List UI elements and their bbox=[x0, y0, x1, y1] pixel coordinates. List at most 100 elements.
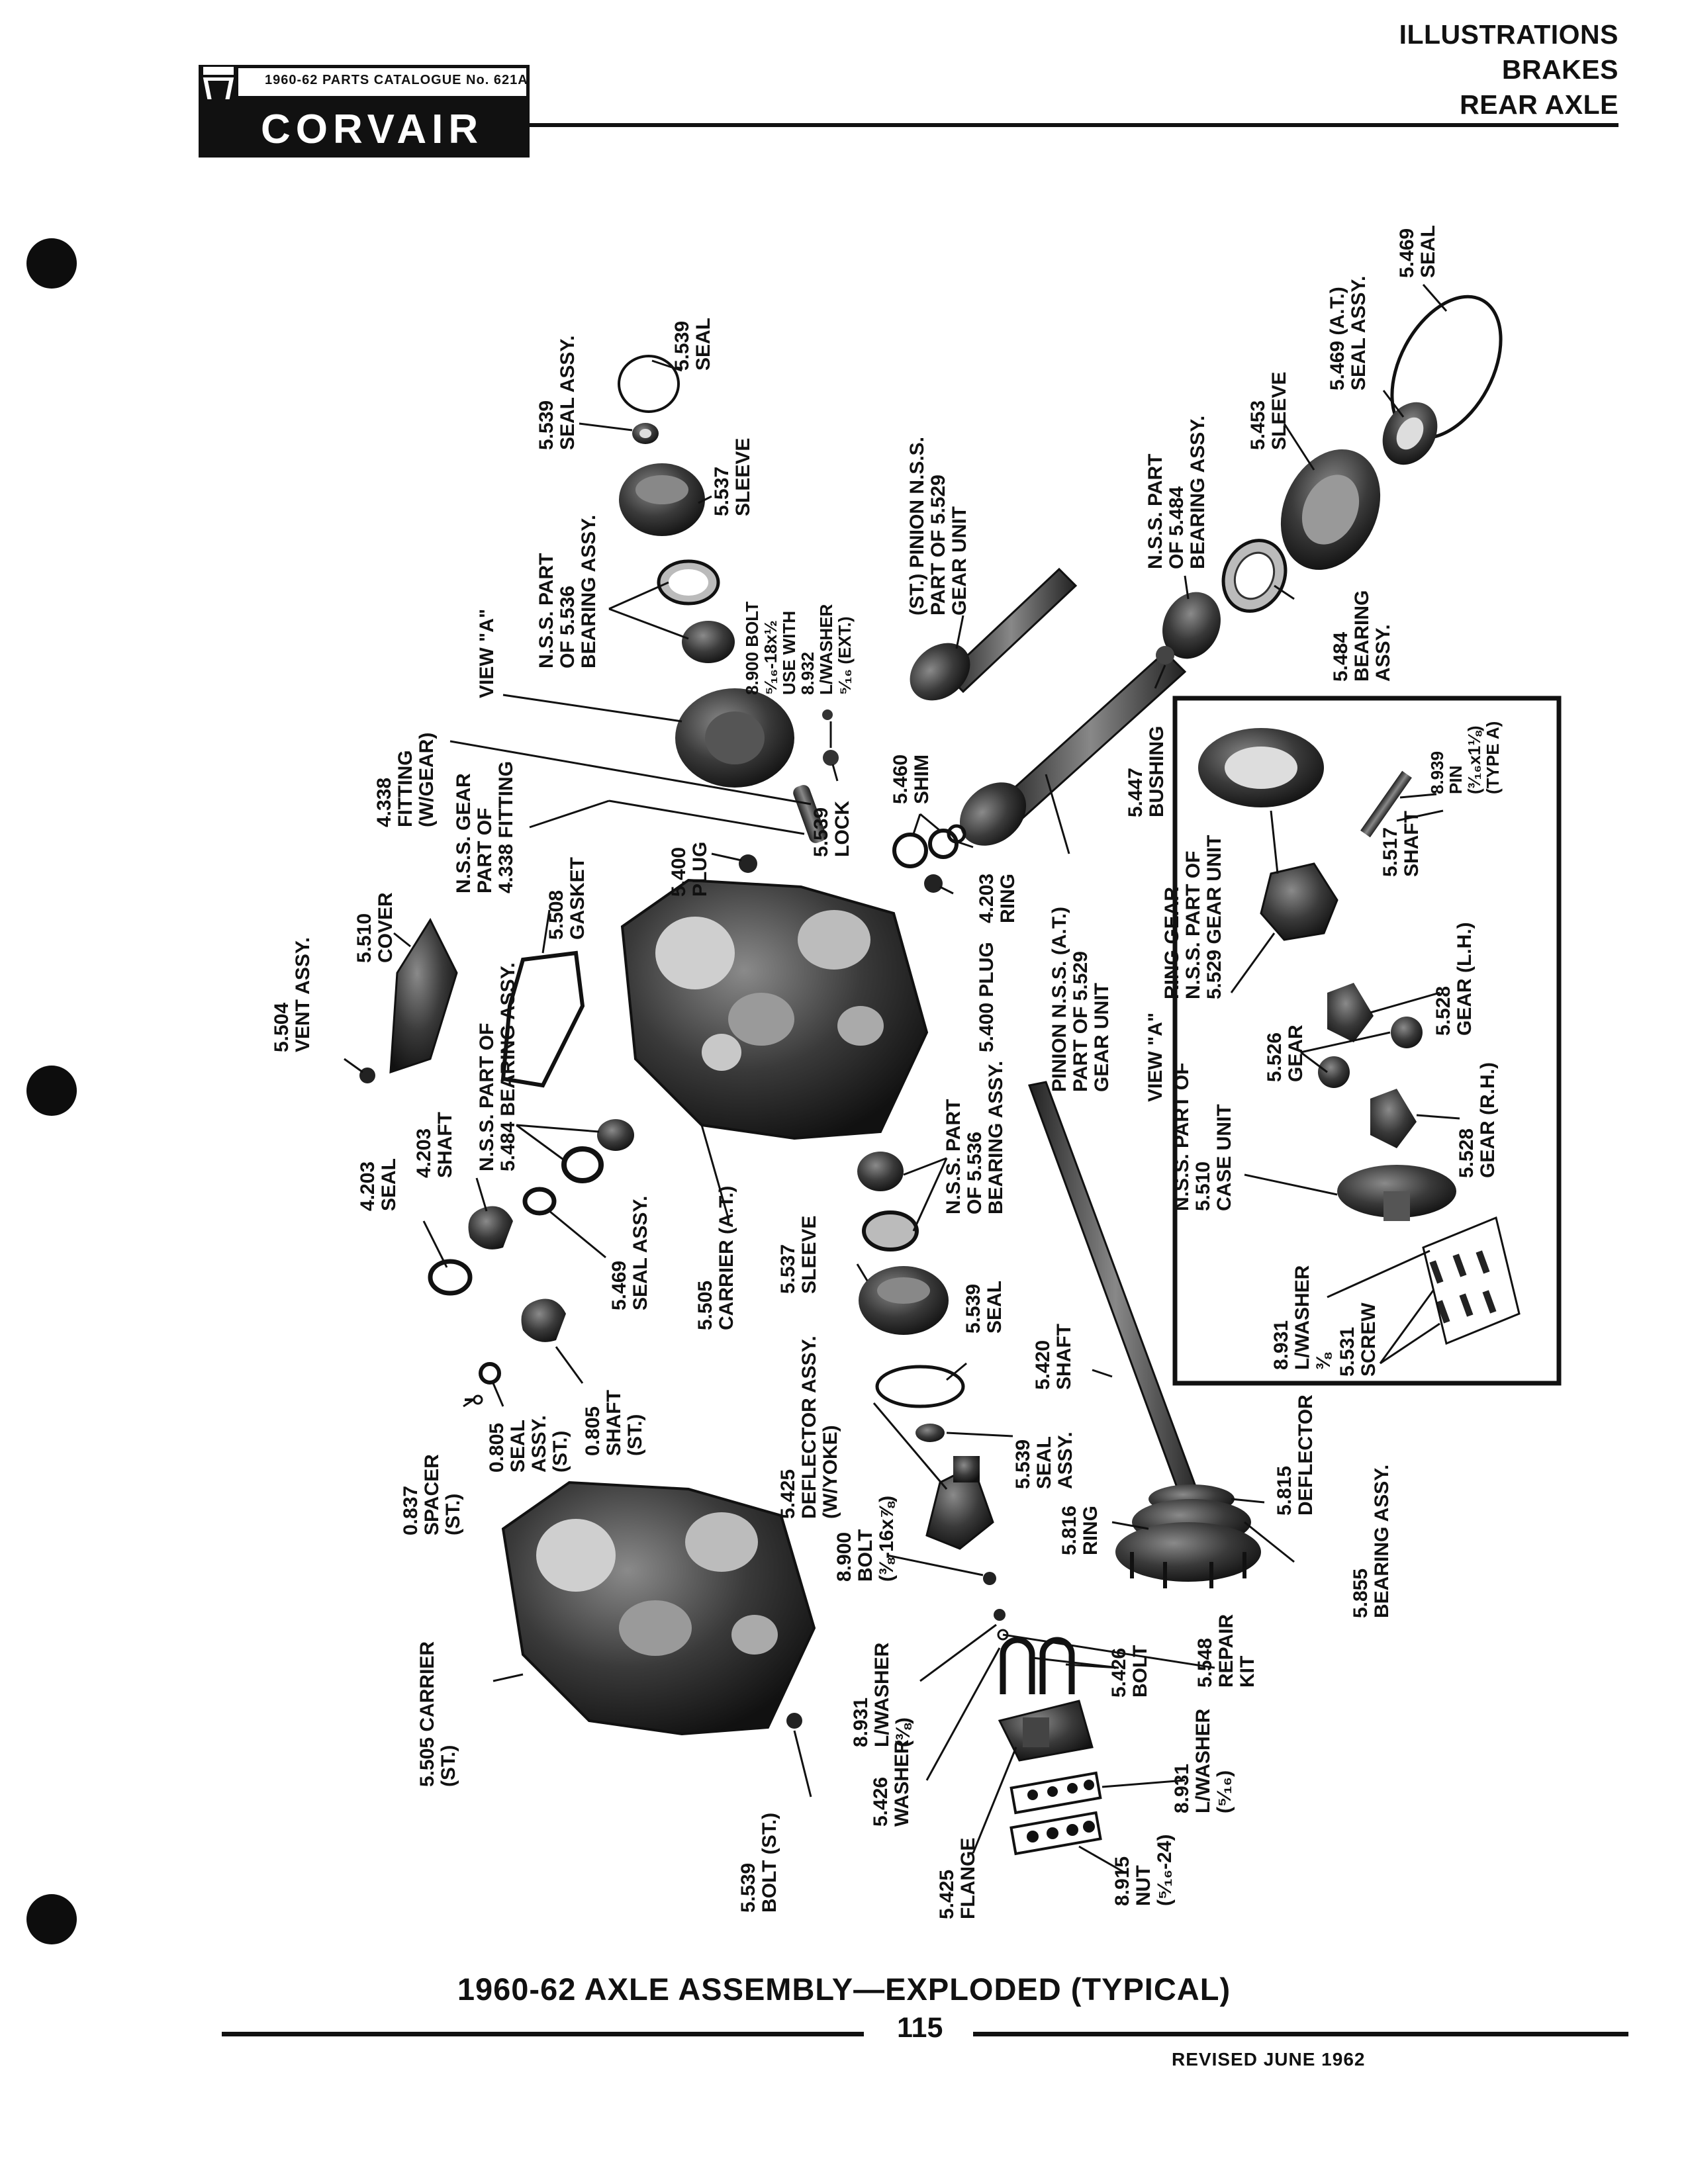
svg-text:BEARING ASSY.: BEARING ASSY. bbox=[578, 515, 600, 668]
bearing-cup-484-b bbox=[561, 1146, 604, 1183]
svg-text:PART OF: PART OF bbox=[474, 808, 496, 893]
shaft-805 bbox=[521, 1298, 566, 1342]
fitting-338 bbox=[793, 785, 826, 843]
svg-text:L/WASHER: L/WASHER bbox=[871, 1642, 893, 1747]
svg-text:L/WASHER: L/WASHER bbox=[1192, 1708, 1214, 1813]
svg-text:PLUG: PLUG bbox=[689, 842, 711, 897]
vent-504 bbox=[359, 1068, 375, 1083]
svg-text:N.S.S. PART OF: N.S.S. PART OF bbox=[1171, 1063, 1193, 1211]
svg-text:VIEW "A": VIEW "A" bbox=[476, 609, 498, 698]
svg-text:(ST.) PINION N.S.S.: (ST.) PINION N.S.S. bbox=[906, 437, 928, 615]
svg-text:5.400: 5.400 bbox=[668, 847, 690, 897]
bolt-900-lower bbox=[983, 1572, 996, 1585]
svg-text:DEFLECTOR ASSY.: DEFLECTOR ASSY. bbox=[798, 1336, 820, 1519]
svg-text:N.S.S. PART: N.S.S. PART bbox=[1145, 454, 1166, 569]
svg-text:(W/GEAR): (W/GEAR) bbox=[416, 733, 438, 827]
svg-text:SHAFT: SHAFT bbox=[603, 1390, 625, 1456]
svg-text:5.528: 5.528 bbox=[1432, 986, 1454, 1036]
svg-text:(⅜-16x⅞): (⅜-16x⅞) bbox=[876, 1496, 898, 1582]
brand-wordmark: CORVAIR bbox=[261, 107, 484, 152]
label-seal-assy-469-at: 5.469 (A.T.)SEAL ASSY. bbox=[1327, 276, 1370, 390]
section-rear-axle: REAR AXLE bbox=[1460, 89, 1618, 120]
bolt-539-st bbox=[786, 1713, 802, 1729]
seal-539-lower bbox=[875, 1365, 965, 1408]
svg-text:PART OF 5.529: PART OF 5.529 bbox=[927, 475, 949, 615]
svg-text:PART OF 5.529: PART OF 5.529 bbox=[1070, 951, 1092, 1092]
shim-460 bbox=[892, 833, 928, 868]
svg-text:OF 5.536: OF 5.536 bbox=[557, 586, 579, 668]
svg-text:0.805: 0.805 bbox=[486, 1423, 508, 1473]
svg-text:8.932: 8.932 bbox=[798, 652, 818, 695]
svg-text:5.537: 5.537 bbox=[711, 467, 733, 516]
inset-gear-526-a bbox=[1391, 1017, 1423, 1048]
punch-hole-bottom bbox=[26, 1894, 77, 1944]
svg-text:(⁵⁄₁₆): (⁵⁄₁₆) bbox=[1213, 1770, 1235, 1813]
svg-text:5.537: 5.537 bbox=[777, 1244, 799, 1294]
svg-text:SHAFT: SHAFT bbox=[434, 1112, 456, 1178]
svg-text:BUSHING: BUSHING bbox=[1146, 726, 1168, 817]
svg-text:5.508: 5.508 bbox=[545, 890, 567, 940]
svg-text:SPACER: SPACER bbox=[421, 1454, 443, 1535]
label-view-a-inset: VIEW "A" bbox=[1145, 1013, 1166, 1102]
svg-text:PINION N.S.S. (A.T.): PINION N.S.S. (A.T.) bbox=[1049, 907, 1070, 1092]
bearing-cone-484-b bbox=[597, 1119, 634, 1151]
svg-text:5.539: 5.539 bbox=[1012, 1439, 1034, 1489]
plug-400-a bbox=[739, 854, 757, 873]
svg-text:8.931: 8.931 bbox=[850, 1698, 872, 1747]
svg-text:(TYPE A): (TYPE A) bbox=[1483, 721, 1503, 794]
seal-203 bbox=[428, 1259, 473, 1296]
svg-text:SHIM: SHIM bbox=[911, 754, 933, 804]
svg-text:(ST.): (ST.) bbox=[438, 1745, 459, 1787]
svg-text:5.400 PLUG: 5.400 PLUG bbox=[976, 942, 998, 1052]
svg-text:5.447: 5.447 bbox=[1125, 768, 1147, 817]
svg-text:GEAR UNIT: GEAR UNIT bbox=[1091, 983, 1113, 1092]
svg-text:NUT: NUT bbox=[1133, 1865, 1154, 1906]
cover-510 bbox=[389, 917, 458, 1074]
svg-text:BEARING ASSY.: BEARING ASSY. bbox=[985, 1061, 1007, 1214]
svg-text:VIEW "A": VIEW "A" bbox=[1145, 1013, 1166, 1102]
svg-text:GASKET: GASKET bbox=[567, 857, 588, 940]
bushing-447 bbox=[1156, 646, 1174, 664]
svg-text:8.900 BOLT: 8.900 BOLT bbox=[742, 602, 762, 695]
svg-text:5.453: 5.453 bbox=[1247, 400, 1269, 450]
svg-text:N.S.S. PART: N.S.S. PART bbox=[943, 1099, 964, 1214]
bearing-cup-536-b bbox=[862, 1210, 919, 1251]
svg-text:SEAL: SEAL bbox=[692, 318, 714, 371]
svg-text:SCREW: SCREW bbox=[1358, 1302, 1380, 1377]
svg-text:WASHER: WASHER bbox=[891, 1739, 913, 1827]
svg-text:BEARING: BEARING bbox=[1351, 590, 1373, 682]
svg-text:5.539: 5.539 bbox=[671, 321, 693, 371]
bearing-cone-484 bbox=[1162, 592, 1221, 659]
inset-gear-lh bbox=[1327, 983, 1374, 1042]
svg-text:(W/YOKE): (W/YOKE) bbox=[820, 1425, 841, 1519]
section-brakes: BRAKES bbox=[1501, 54, 1618, 85]
lock-539 bbox=[823, 750, 839, 766]
svg-text:5.529 GEAR UNIT: 5.529 GEAR UNIT bbox=[1203, 835, 1225, 999]
u-bolt-426-a bbox=[1000, 1637, 1035, 1694]
svg-text:SEAL ASSY.: SEAL ASSY. bbox=[630, 1196, 651, 1310]
svg-text:BOLT (ST.): BOLT (ST.) bbox=[759, 1813, 780, 1913]
svg-text:BOLT: BOLT bbox=[1129, 1645, 1151, 1698]
